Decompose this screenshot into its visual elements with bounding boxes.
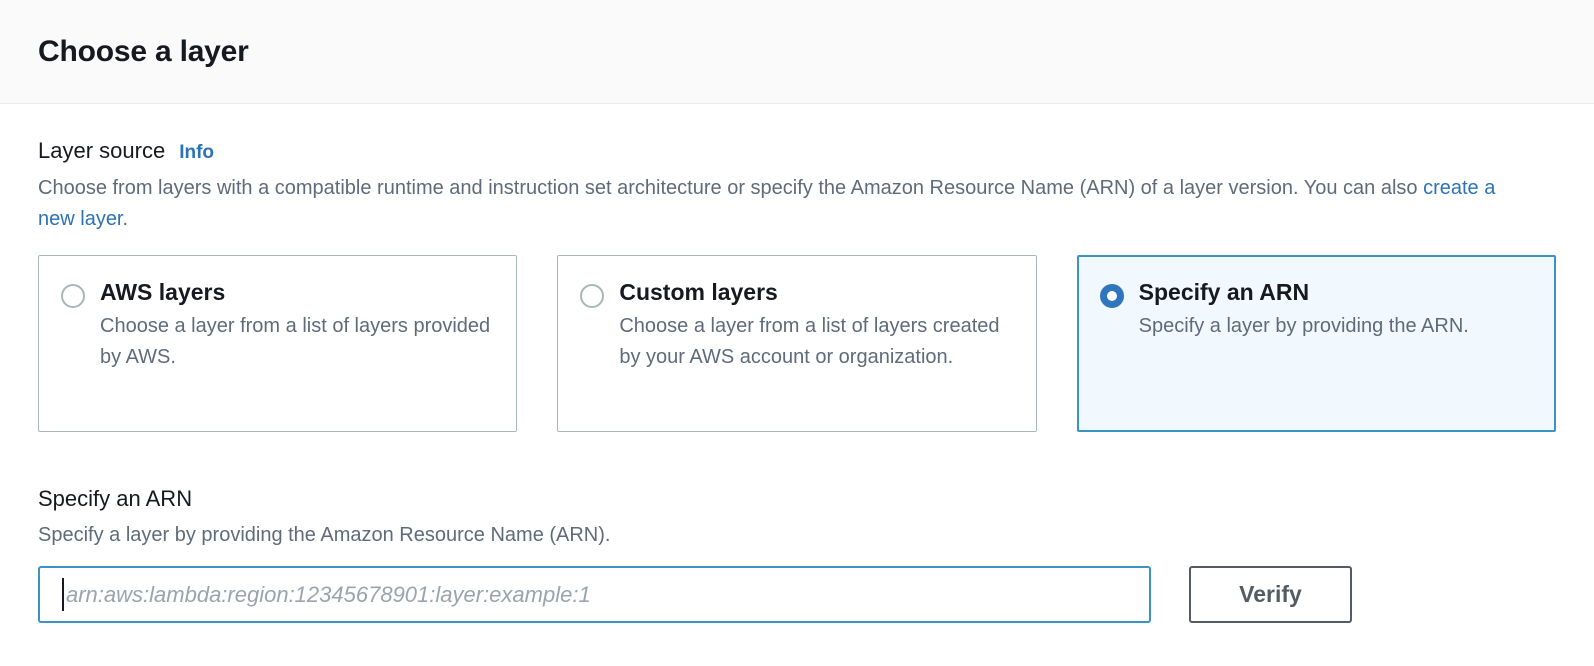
radio-card-text: Custom layers Choose a layer from a list… — [619, 278, 1013, 431]
radio-card-custom-layers[interactable]: Custom layers Choose a layer from a list… — [557, 255, 1037, 432]
arn-section-subtext: Specify a layer by providing the Amazon … — [38, 524, 611, 546]
radio-button-icon[interactable] — [61, 284, 85, 308]
layer-source-label: Layer source — [38, 138, 166, 163]
radio-card-title: Custom layers — [619, 279, 778, 305]
modal-body: Layer source Info Choose from layers wit… — [0, 104, 1594, 666]
verify-button[interactable]: Verify — [1189, 566, 1352, 623]
radio-card-description: Choose a layer from a list of layers pro… — [100, 315, 491, 368]
radio-card-title: Specify an ARN — [1138, 279, 1310, 305]
radio-card-description: Specify a layer by providing the ARN. — [1138, 315, 1469, 337]
modal-header: Choose a layer — [0, 0, 1594, 104]
arn-section-heading: Specify an ARN — [38, 486, 193, 511]
layer-source-label-row: Layer source Info — [38, 138, 1556, 164]
arn-input-wrapper — [38, 566, 1151, 623]
arn-section: Specify an ARN Specify a layer by provid… — [38, 486, 1556, 623]
radio-button-icon[interactable] — [580, 284, 605, 308]
page-title: Choose a layer — [38, 34, 249, 68]
radio-card-text: Specify an ARN Specify a layer by provid… — [1139, 278, 1469, 430]
arn-input[interactable] — [38, 566, 1151, 623]
radio-card-aws-layers[interactable]: AWS layers Choose a layer from a list of… — [38, 255, 518, 432]
text-cursor — [62, 578, 64, 611]
layer-source-description-text: Choose from layers with a compatible run… — [38, 177, 1424, 199]
radio-card-specify-an-arn[interactable]: Specify an ARN Specify a layer by provid… — [1076, 255, 1556, 432]
layer-source-radio-group: AWS layers Choose a layer from a list of… — [38, 255, 1556, 432]
create-a-new-layer-link[interactable]: create a new layer — [38, 177, 1496, 230]
arn-input-row: Verify — [38, 566, 1556, 623]
info-link[interactable]: Info — [179, 142, 215, 163]
radio-card-description: Choose a layer from a list of layers cre… — [619, 315, 1000, 368]
radio-button-selected-icon[interactable] — [1099, 284, 1124, 308]
radio-card-title: AWS layers — [100, 279, 226, 305]
layer-source-description: Choose from layers with a compatible run… — [38, 173, 1498, 235]
radio-card-text: AWS layers Choose a layer from a list of… — [100, 278, 494, 431]
layer-source-description-suffix: . — [122, 208, 129, 230]
